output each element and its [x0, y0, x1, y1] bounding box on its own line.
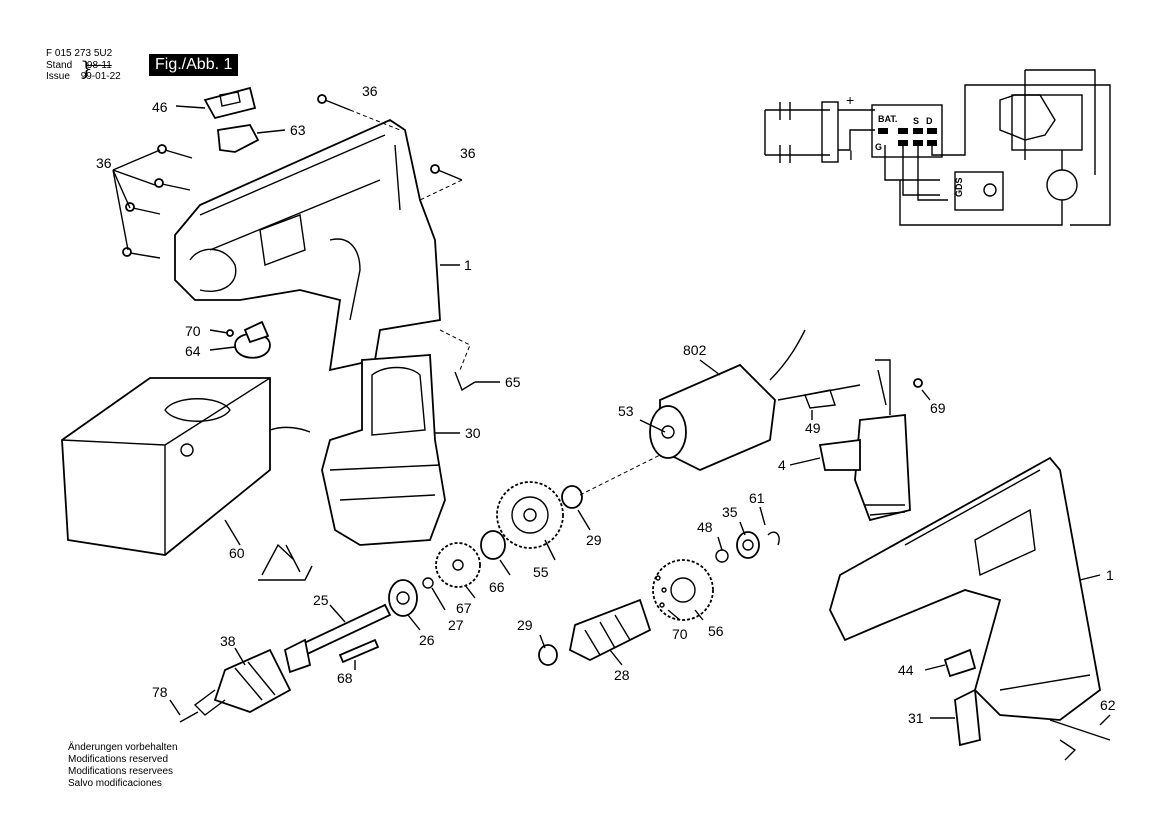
callout-62: 62: [1100, 697, 1116, 713]
screws: [122, 94, 463, 259]
recycle-icon: [258, 543, 313, 581]
callout-48: 48: [697, 519, 713, 535]
spring-clip: [454, 371, 476, 392]
housing-right-half: [829, 456, 1111, 761]
callout-28: 28: [614, 667, 630, 683]
schematic-d-label: D: [926, 116, 933, 126]
callout-53: 53: [618, 403, 634, 419]
spindle-assembly: [283, 603, 392, 674]
leader-lines: [112, 105, 1111, 726]
switch-module: [804, 359, 923, 522]
callout-68: 68: [337, 670, 353, 686]
belt-clip: [943, 648, 981, 747]
callout-78: 78: [152, 684, 168, 700]
callout-69: 69: [930, 400, 946, 416]
callout-70: 70: [185, 323, 201, 339]
battery-pack: [321, 354, 446, 546]
note-line: Salvo modificaciones: [68, 778, 162, 789]
gear-train-right: [538, 531, 780, 666]
drill-chuck: [179, 648, 292, 723]
gear-train-left: [388, 454, 661, 617]
callout-30: 30: [465, 425, 481, 441]
callout-35: 35: [722, 504, 738, 520]
issue-value: 99-01-22: [80, 71, 121, 82]
selector-knob: [226, 320, 271, 359]
note-line: Modifications reservees: [68, 766, 174, 777]
callout-31: 31: [908, 710, 924, 726]
callout-64: 64: [185, 343, 201, 359]
callout-63: 63: [290, 122, 306, 138]
schematic-gds-label: GDS: [954, 177, 964, 197]
callout-1: 1: [1106, 567, 1114, 583]
issue-label: Issue: [46, 71, 70, 82]
callout-70: 70: [672, 626, 688, 642]
callout-61: 61: [749, 490, 765, 506]
callout-67: 67: [456, 600, 472, 616]
stand-value: 98-11: [86, 60, 112, 71]
schematic-one-label: I: [849, 147, 853, 163]
figure-label: Fig./Abb. 1: [149, 54, 239, 76]
callout-29: 29: [586, 532, 602, 548]
issue-line: Issue 99-01-22: [46, 71, 121, 83]
stand-line: Stand 98-11: [46, 60, 112, 72]
callout-27: 27: [448, 617, 464, 633]
wiring-schematic: [764, 69, 1111, 226]
callout-60: 60: [229, 545, 245, 561]
callout-66: 66: [489, 579, 505, 595]
document-number: F 015 273 5U2: [46, 48, 113, 59]
callout-802: 802: [683, 342, 707, 358]
housing-left-half: [174, 118, 441, 372]
callout-44: 44: [898, 662, 914, 678]
brace-icon: }: [80, 56, 93, 80]
callout-65: 65: [505, 374, 521, 390]
callout-labels: 36 46 63 36 36 1 70 64 65 30 60 802 53 4…: [96, 83, 1116, 726]
callout-36: 36: [460, 145, 476, 161]
callout-26: 26: [419, 632, 435, 648]
callout-29: 29: [517, 617, 533, 633]
callout-4: 4: [778, 457, 786, 473]
callout-1: 1: [464, 257, 472, 273]
note-line: Modifications reserved: [68, 754, 169, 765]
callout-55: 55: [533, 564, 549, 580]
stand-label: Stand: [46, 60, 73, 71]
callout-56: 56: [708, 623, 724, 639]
callout-25: 25: [313, 592, 329, 608]
schematic-plus: +: [846, 92, 854, 108]
motor: [649, 329, 861, 471]
schematic-minus: -: [880, 126, 884, 138]
schematic-g-label: G: [875, 142, 882, 152]
callout-36: 36: [96, 155, 112, 171]
switch-cover: [203, 86, 257, 120]
callout-49: 49: [805, 420, 821, 436]
note-line: Änderungen vorbehalten: [68, 742, 178, 753]
schematic-s-label: S: [913, 116, 919, 126]
switch-lever: [217, 124, 260, 153]
schematic-bat-label: BAT.: [878, 114, 897, 124]
callout-36: 36: [362, 83, 378, 99]
callout-38: 38: [220, 633, 236, 649]
callout-46: 46: [152, 99, 168, 115]
charger: [61, 377, 311, 556]
